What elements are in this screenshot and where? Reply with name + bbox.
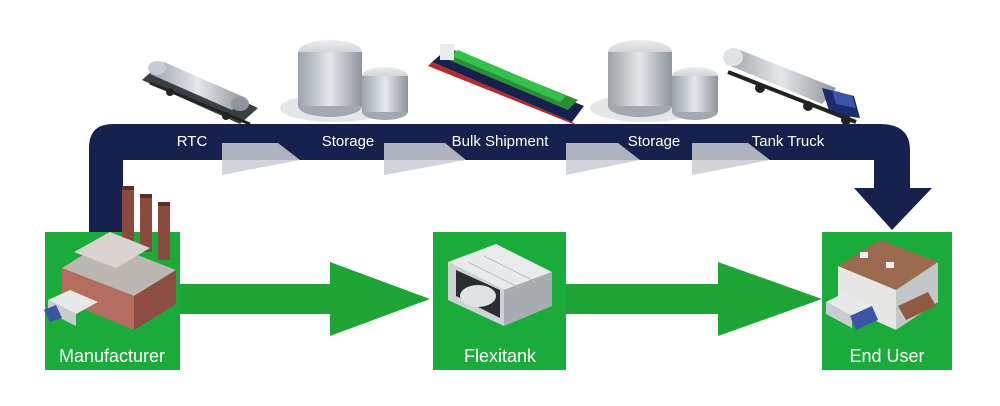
rail-tank-car-icon — [142, 61, 258, 126]
storage-tanks-icon — [590, 40, 718, 122]
tank-truck-icon — [723, 48, 860, 125]
chevron-3 — [566, 143, 640, 175]
node-label-end-user: End User — [849, 346, 924, 366]
bulk-ship-icon — [428, 44, 584, 126]
green-arrow-to-flexitank — [160, 262, 430, 336]
chevron-4 — [692, 143, 770, 175]
storage-tanks-icon — [280, 40, 408, 122]
route-chevrons — [222, 143, 770, 175]
node-label-flexitank: Flexitank — [464, 346, 537, 366]
chevron-2 — [384, 143, 466, 175]
chevron-1 — [222, 143, 300, 175]
node-label-manufacturer: Manufacturer — [59, 346, 165, 366]
stage-label-storage-1: Storage — [322, 133, 375, 150]
warehouse-icon — [826, 240, 938, 330]
green-arrow-to-end-user — [540, 262, 822, 336]
stage-label-tank-truck: Tank Truck — [752, 133, 825, 150]
flexitank-container-icon — [448, 244, 552, 326]
stage-label-storage-2: Storage — [628, 133, 681, 150]
factory-icon — [44, 186, 176, 330]
stage-label-rtc: RTC — [177, 133, 208, 150]
stage-label-bulk-shipment: Bulk Shipment — [452, 133, 550, 150]
